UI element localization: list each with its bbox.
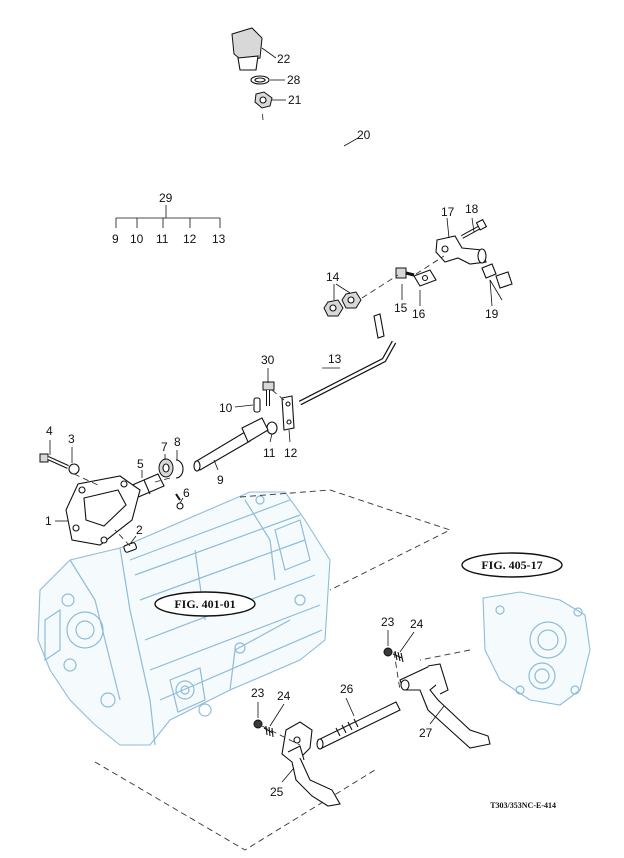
bolt-15 [395,267,415,279]
callout-9-group: 9 [112,232,119,246]
reference-fig-405[interactable]: FIG. 405-17 [461,552,563,578]
washer-3 [68,463,80,475]
callout-20: 20 [357,128,371,142]
callout-8: 8 [174,435,181,449]
shift-rod-26 [316,701,401,750]
housing-dashed-outline [94,761,376,851]
screw-6 [175,493,184,510]
nut-21 [254,91,273,109]
callout-24-upper: 24 [410,617,424,631]
callout-23-upper: 23 [381,615,395,629]
shift-lever-20 [266,111,396,342]
callout-28: 28 [287,73,301,87]
callout-27: 27 [419,726,433,740]
shift-fork-25 [281,721,341,807]
callout-5: 5 [137,457,144,471]
group-bracket-29 [115,205,221,228]
callout-9: 9 [217,473,224,487]
callout-numbers: 22 28 21 20 29 9 10 11 12 13 18 17 14 15… [45,52,499,799]
shift-knob [231,27,263,71]
callout-18: 18 [465,202,479,216]
ball-23-upper [383,647,393,657]
transmission-housing [37,491,331,746]
callout-3: 3 [68,432,75,446]
drawing-code: T303/353NC-E-414 [490,801,556,810]
ball-11 [266,421,278,435]
callout-11: 11 [263,446,276,460]
callout-10-group: 10 [130,232,144,246]
callout-1: 1 [45,514,52,528]
callout-26: 26 [340,682,354,696]
callout-11-group: 11 [156,232,169,246]
callout-7: 7 [161,440,168,454]
shift-fork-27 [399,663,491,749]
rear-cover [482,591,591,706]
shift-lever-13 [298,313,397,406]
pin-10 [253,397,261,413]
callout-15: 15 [394,301,408,315]
bolt-18 [461,218,488,239]
seal-7 [158,458,174,478]
callout-13-group: 13 [212,232,226,246]
rollers-19 [481,263,513,289]
callout-6: 6 [183,486,190,500]
callout-14: 14 [326,270,340,284]
callout-30: 30 [261,353,275,367]
callout-23-lower: 23 [251,686,265,700]
callout-21: 21 [288,93,302,107]
callout-17: 17 [441,205,455,219]
callout-10: 10 [219,401,233,415]
spring-24-lower [263,725,274,738]
callout-2: 2 [136,523,143,537]
ball-23-lower [253,719,263,729]
callout-4: 4 [46,424,53,438]
callout-24-lower: 24 [277,689,291,703]
snap-ring-8 [175,459,184,479]
callout-19: 19 [485,307,499,321]
bolt-4 [39,453,69,469]
plate-12 [281,395,295,431]
reference-fig-405-text: FIG. 405-17 [481,558,542,572]
callout-12-group: 12 [183,232,197,246]
reference-fig-401-text: FIG. 401-01 [174,597,235,611]
callout-16: 16 [412,307,426,321]
shift-shaft-9 [193,417,269,472]
bolt-30 [262,381,275,406]
bracket-17 [435,235,487,265]
callout-12: 12 [284,446,298,460]
callout-22: 22 [277,52,291,66]
callout-13: 13 [328,352,342,366]
plate-16 [413,269,437,287]
nuts-14 [323,291,362,317]
callout-25: 25 [270,785,284,799]
spring-24-upper [392,650,404,663]
reference-fig-401[interactable]: FIG. 401-01 [154,591,256,617]
leader-lines [49,47,503,783]
pin-2 [123,542,137,553]
callout-29: 29 [159,191,173,205]
cover-1 [65,475,141,546]
